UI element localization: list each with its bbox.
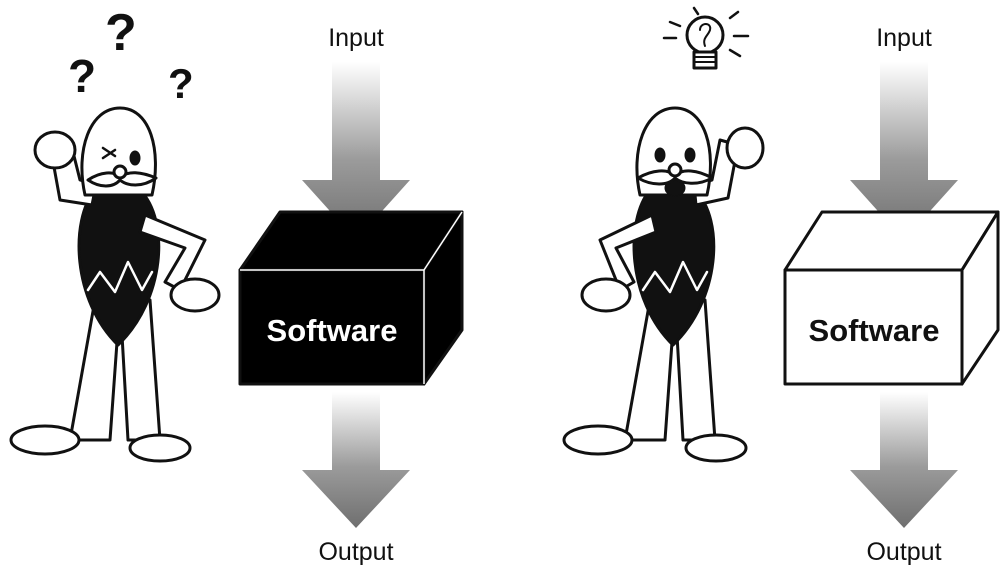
right-panel: Input Software Output [562,6,1000,566]
input-arrow [850,62,958,240]
output-arrow [302,392,410,528]
output-label: Output [318,538,393,566]
software-black-box: Software [238,210,464,386]
left-panel: ? ? ? Input Software Output [9,4,464,566]
box-front-face [783,268,964,386]
output-arrow [850,392,958,528]
input-label: Input [328,24,384,52]
software-white-box: Software [783,210,1000,386]
box-label: Software [267,313,398,348]
output-label: Output [866,538,941,566]
svg-text:?: ? [105,4,137,62]
puzzled-man-icon [9,106,221,463]
enlightened-man-icon [562,106,765,463]
lightbulb-icon [662,6,750,70]
svg-text:?: ? [168,60,194,107]
question-marks-icon: ? ? ? [68,4,194,107]
box-label: Software [809,313,940,348]
input-label: Input [876,24,932,52]
box-front-face [238,268,426,386]
input-arrow [302,62,410,240]
svg-text:?: ? [68,50,96,102]
